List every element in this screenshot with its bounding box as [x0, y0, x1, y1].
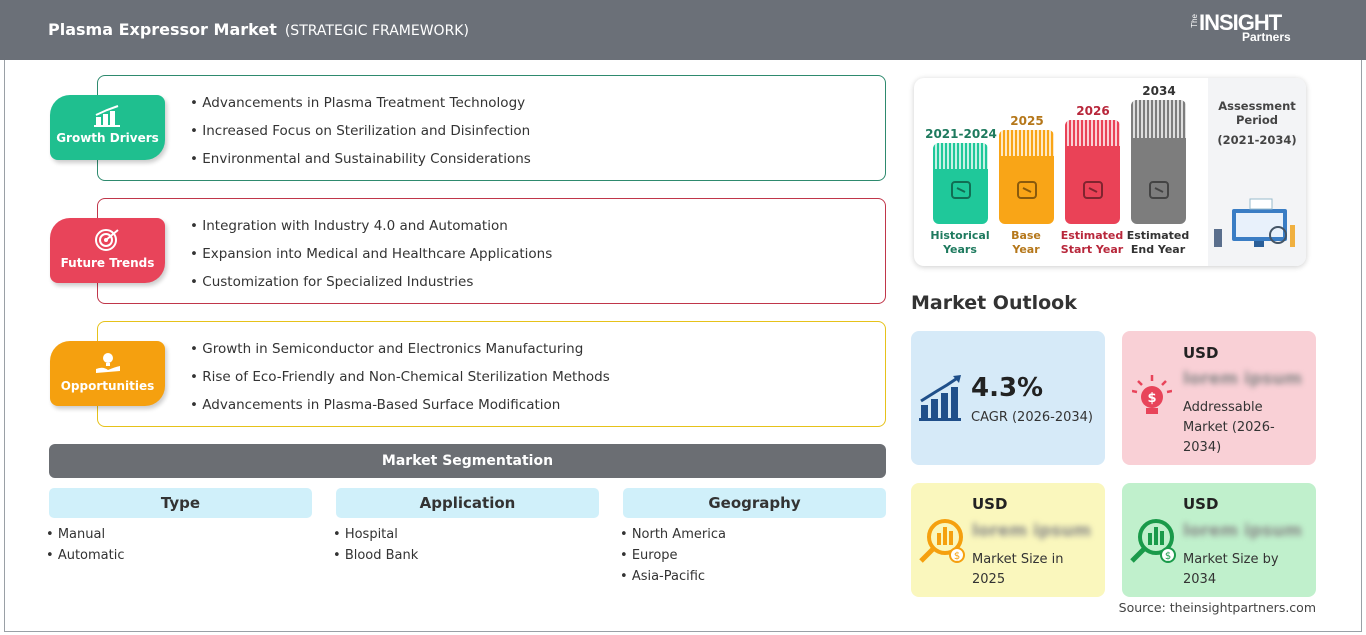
market-size-2034-card: $ USD lorem ipsum Market Size by 2034 [1122, 483, 1316, 597]
segment-items: North AmericaEuropeAsia-Pacific [620, 524, 726, 587]
addressable-currency: USD [1183, 344, 1219, 362]
pill-future-trends: Future Trends [50, 218, 165, 283]
timeline-bar [1131, 100, 1186, 224]
page-title: Plasma Expressor Market(STRATEGIC FRAMEW… [48, 20, 469, 39]
pill-opportunities: Opportunities [50, 341, 165, 406]
market-size-2025-currency: USD [972, 495, 1008, 513]
cagr-label: CAGR (2026-2034) [971, 410, 1093, 425]
growth-chart-icon [919, 375, 961, 421]
list-item: Hospital [333, 524, 418, 545]
presentation-icon [1148, 181, 1169, 199]
list-item: North America [620, 524, 726, 545]
monitor-gear-icon [1082, 181, 1103, 199]
cagr-value: 4.3% [971, 373, 1044, 403]
market-size-2034-label: Market Size by 2034 [1183, 552, 1279, 587]
list-item: Growth in Semiconductor and Electronics … [190, 335, 610, 363]
list-item: Manual [46, 524, 124, 545]
timeline-year: 2034 [1142, 84, 1176, 98]
list-item: Advancements in Plasma-Based Surface Mod… [190, 391, 610, 419]
market-size-magnifier-icon: $ [1130, 519, 1176, 563]
svg-text:$: $ [954, 551, 960, 562]
segment-header-geography: Geography [623, 488, 886, 518]
lightbulb-dollar-icon: $ [1132, 375, 1172, 414]
list-item: Rise of Eco-Friendly and Non-Chemical St… [190, 363, 610, 391]
market-size-2025-label: Market Size in 2025 [972, 552, 1064, 587]
list-item: Advancements in Plasma Treatment Technol… [190, 89, 531, 117]
list-item: Blood Bank [333, 545, 418, 566]
market-size-2034-currency: USD [1183, 495, 1219, 513]
segment-header-application: Application [336, 488, 599, 518]
list-item: Expansion into Medical and Healthcare Ap… [190, 240, 552, 268]
list-item: Customization for Specialized Industries [190, 268, 552, 296]
market-size-2034-value: lorem ipsum [1183, 521, 1302, 541]
assessment-period: (2021-2034) [1217, 133, 1297, 147]
panel-bullets: Integration with Industry 4.0 and Automa… [190, 212, 552, 296]
segment-items: ManualAutomatic [46, 524, 125, 566]
list-item: Increased Focus on Sterilization and Dis… [190, 117, 531, 145]
market-size-2025-card: $ USD lorem ipsum Market Size in 2025 [911, 483, 1105, 597]
market-outlook-title: Market Outlook [911, 292, 1077, 314]
segment-header-type: Type [49, 488, 312, 518]
lightbulb-hand-icon [50, 351, 165, 375]
list-item: Integration with Industry 4.0 and Automa… [190, 212, 552, 240]
pill-growth-drivers: Growth Drivers [50, 95, 165, 160]
list-item: Environmental and Sustainability Conside… [190, 145, 531, 173]
timeline-year: 2021-2024 [925, 127, 997, 141]
target-icon [50, 228, 165, 252]
list-item: Europe [620, 545, 726, 566]
list-item: Asia-Pacific [620, 566, 726, 587]
analytics-illustration-icon [1214, 198, 1295, 247]
list-item: Automatic [46, 545, 125, 566]
page-subtitle: (STRATEGIC FRAMEWORK) [284, 23, 469, 39]
market-segmentation-header: Market Segmentation [49, 444, 886, 478]
svg-text:$: $ [1165, 551, 1171, 562]
addressable-market-card: $ USD lorem ipsum Addressable Market (20… [1122, 331, 1316, 465]
timeline-year: 2025 [1010, 114, 1044, 128]
svg-text:$: $ [1147, 391, 1156, 406]
market-size-2025-value: lorem ipsum [972, 521, 1091, 541]
content-frame [4, 60, 1362, 632]
market-size-magnifier-icon: $ [919, 519, 965, 563]
cagr-card: 4.3% CAGR (2026-2034) [911, 331, 1105, 465]
timeline-bar [1065, 120, 1120, 224]
growth-chart-icon [50, 105, 165, 127]
timeline-bar [999, 130, 1054, 224]
addressable-value: lorem ipsum [1183, 369, 1302, 389]
timeline-bar [933, 143, 988, 224]
history-icon [950, 181, 971, 199]
source-text: Source: theinsightpartners.com [1118, 600, 1316, 615]
panel-bullets: Growth in Semiconductor and Electronics … [190, 335, 610, 419]
header-bar [0, 0, 1366, 60]
segment-items: HospitalBlood Bank [333, 524, 418, 566]
timeline-year: 2026 [1076, 104, 1110, 118]
calendar-icon [1016, 181, 1037, 199]
assessment-label: Assessment Period [1218, 99, 1296, 127]
panel-bullets: Advancements in Plasma Treatment Technol… [190, 89, 531, 173]
addressable-label: Addressable Market (2026-2034) [1183, 400, 1275, 455]
